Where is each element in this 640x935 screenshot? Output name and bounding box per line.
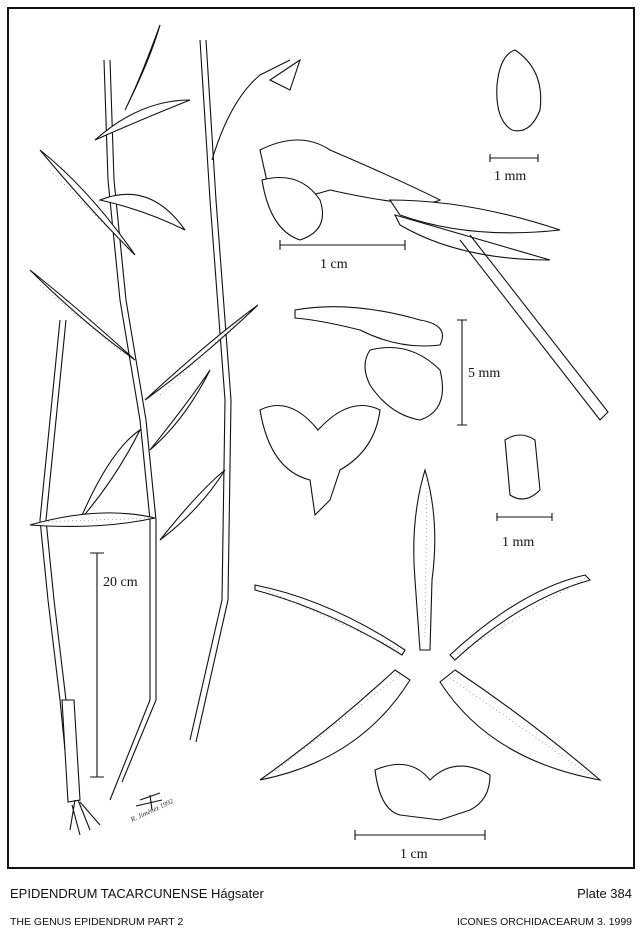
publication-info: ICONES ORCHIDACEARUM 3. 1999 [456,916,632,928]
column-drawing [294,306,444,421]
scale-bar-anther: 1 mm [489,154,539,184]
svg-text:5 mm: 5 mm [468,366,500,381]
plate-frame [7,7,635,869]
svg-text:1 cm: 1 cm [320,257,348,272]
anther-drawing [496,49,542,132]
svg-text:1 mm: 1 mm [494,169,526,184]
scale-bar-flower: 1 cm [279,240,406,272]
scale-bar-column: 5 mm [457,319,500,426]
flower-drawing [259,139,609,421]
scale-bar-pollinia: 1 mm [496,513,553,550]
lip-drawing [259,405,381,517]
pollinia-drawing [504,434,541,500]
scale-bar-habit: 20 cm [90,552,138,778]
artist-signature-text: R. Jiménez 1992 [129,797,175,824]
species-title: EPIDENDRUM TACARCUNENSE Hágsater [10,886,264,901]
artist-signature: R. Jiménez 1992 [129,792,175,824]
scale-bar-dissection: 1 cm [354,830,486,862]
habit-drawing [29,24,302,836]
plate-number: Plate 384 [577,886,632,901]
dissection-drawing [254,468,602,821]
svg-text:20 cm: 20 cm [103,575,138,590]
svg-text:1 cm: 1 cm [400,847,428,862]
svg-text:1 mm: 1 mm [502,535,534,550]
series-title: THE GENUS EPIDENDRUM PART 2 [10,916,184,928]
